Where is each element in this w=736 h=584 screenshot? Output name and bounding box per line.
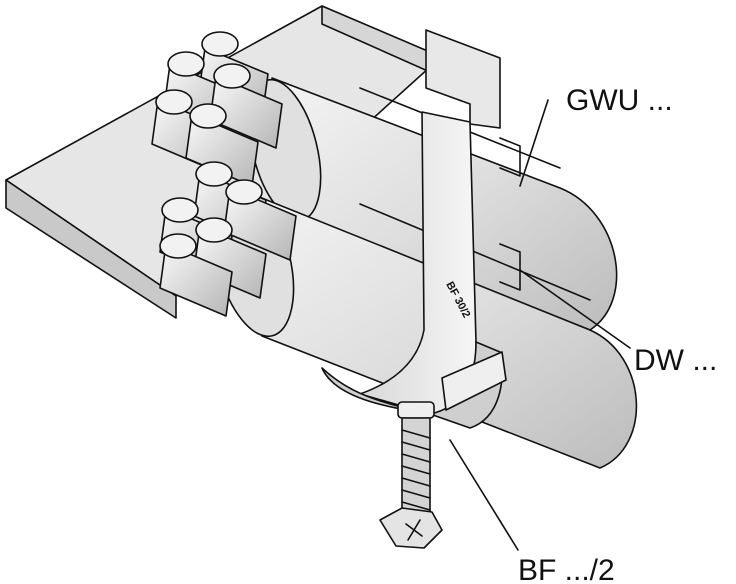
clamp-bracket: BF 30/2: [321, 29, 521, 429]
label-gwu: GWU ...: [566, 84, 673, 117]
label-bf: BF .../2: [518, 554, 615, 584]
gwu-leader-line: [519, 99, 549, 187]
front-conductor-bundle: [159, 161, 297, 317]
label-dw: DW ...: [634, 344, 717, 377]
clamp-screw: [379, 401, 443, 549]
dw-leader-line: [519, 269, 631, 349]
bf-leader-line: [449, 439, 519, 551]
rear-conductor-bundle: [151, 31, 283, 187]
